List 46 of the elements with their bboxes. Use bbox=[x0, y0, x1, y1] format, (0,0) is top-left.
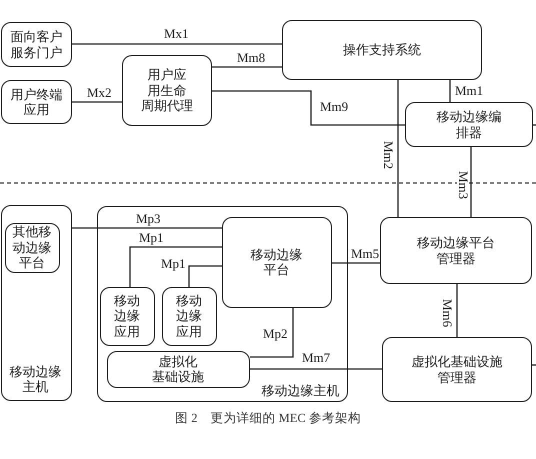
connector-line bbox=[332, 262, 380, 264]
edge-label: Mm3 bbox=[457, 170, 469, 200]
edge-label: Mm7 bbox=[301, 351, 332, 365]
component-box: 用户终端应用 bbox=[1, 80, 72, 124]
connector-line bbox=[212, 90, 405, 126]
edge-label: Mm1 bbox=[454, 84, 484, 98]
component-box: 面向客户服务门户 bbox=[1, 22, 72, 67]
connector-line bbox=[449, 80, 451, 102]
edge-label: Mm9 bbox=[319, 100, 350, 114]
edge-label: Mx2 bbox=[86, 86, 113, 100]
edge-label: Mm2 bbox=[382, 140, 394, 170]
component-box: 虚拟化基础设施管理器 bbox=[382, 337, 532, 402]
connector-line bbox=[470, 147, 472, 217]
connector-line bbox=[129, 246, 222, 287]
component-box: 其他移动边缘平台 bbox=[4, 222, 60, 273]
component-box: 移动边缘平台管理器 bbox=[380, 217, 532, 284]
connector-line bbox=[72, 101, 122, 103]
edge-label: Mp3 bbox=[135, 212, 162, 226]
component-box: 用户应用生命周期代理 bbox=[122, 55, 212, 126]
edge-label: Mp1 bbox=[160, 257, 187, 271]
container-box bbox=[1, 205, 72, 401]
edge-label: Mm6 bbox=[441, 298, 453, 328]
component-box: 移动边缘应用 bbox=[162, 286, 217, 346]
edge-label: Mm5 bbox=[350, 247, 380, 261]
container-label: 移动边缘主机 bbox=[8, 364, 63, 395]
component-box: 移动边缘平台 bbox=[222, 216, 332, 308]
edge-label: Mx1 bbox=[163, 27, 190, 41]
connector-line bbox=[532, 364, 536, 366]
connector-line bbox=[250, 368, 382, 370]
edge-label: Mp2 bbox=[262, 327, 289, 341]
connector-line bbox=[188, 265, 222, 287]
edge-label: Mm8 bbox=[236, 51, 266, 65]
container-label: 移动边缘主机 bbox=[260, 382, 341, 398]
connector-line bbox=[397, 80, 399, 217]
component-box: 移动边缘编排器 bbox=[405, 102, 533, 147]
connector-line bbox=[72, 227, 222, 229]
component-box: 移动边缘应用 bbox=[100, 286, 155, 346]
edge-label: Mp1 bbox=[138, 231, 165, 245]
connector-line bbox=[72, 43, 282, 45]
component-box: 操作支持系统 bbox=[282, 20, 482, 80]
connector-line bbox=[212, 66, 282, 68]
connector-line bbox=[533, 124, 536, 126]
component-box: 虚拟化基础设施 bbox=[106, 350, 250, 388]
figure-caption: 图 2 更为详细的 MEC 参考架构 bbox=[175, 411, 361, 426]
connector-line bbox=[250, 308, 294, 358]
connector-line bbox=[456, 284, 458, 337]
